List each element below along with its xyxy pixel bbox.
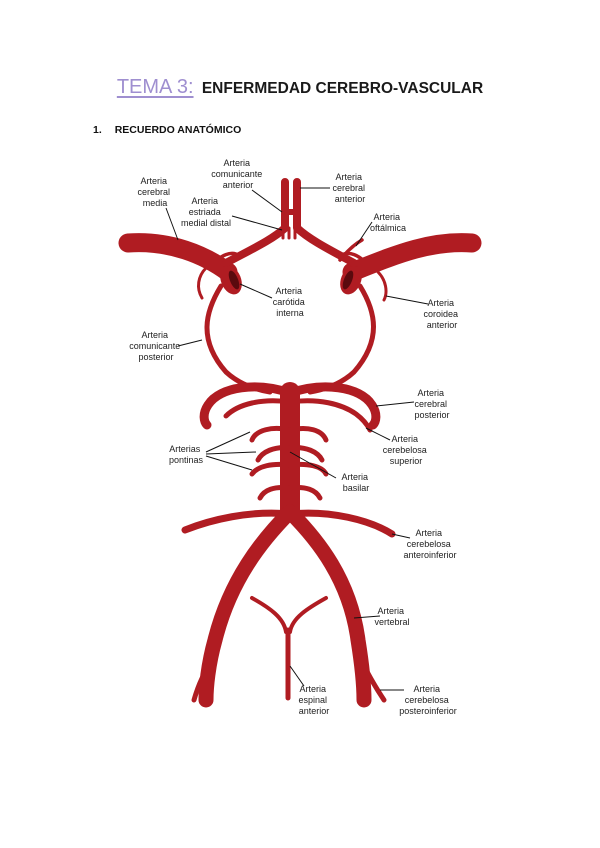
label-coroidea-anterior: Arteria coroidea anterior — [423, 298, 460, 330]
label-cerebelosa-superior: Arteria cerebelosa superior — [383, 434, 430, 466]
tema-label: TEMA 3: — [116, 76, 194, 98]
vessel-carotida-left-lumen — [228, 270, 240, 290]
vessel-cerebelosa-anteroinferior-right — [286, 509, 396, 538]
label-comunicante-anterior: Arteria comunicante anterior — [211, 158, 265, 190]
leader-vertebral — [353, 615, 381, 619]
vessel-cerebelosa-superior-right — [287, 398, 373, 433]
vessel-pontina-4-right — [287, 485, 323, 501]
vessel-cerebral-posterior-left — [199, 382, 295, 430]
vessel-cerebral-anterior-left — [222, 178, 289, 267]
vessel-pontina-2-left — [255, 445, 293, 463]
vessel-cerebral-anterior-right — [293, 178, 358, 267]
leader-lines — [165, 187, 429, 691]
vessel-pontina-1-right — [287, 425, 329, 443]
vessel-espinal-anterior-right — [288, 596, 328, 634]
leader-cerebelosa-anteroinferior — [391, 533, 411, 539]
label-cerebelosa-anteroinferior: Arteria cerebelosa anteroinferior — [403, 528, 456, 560]
label-estriada-medial: Arteria estriada medial distal — [181, 196, 231, 228]
label-oftalmica: Arteria oftálmica — [370, 212, 406, 233]
tema-title: ENFERMEDAD CEREBRO-VASCULAR — [201, 80, 484, 97]
vessel-comunicante-posterior-right — [307, 283, 376, 395]
label-vertebral: Arteria vertebral — [374, 606, 409, 627]
label-pontinas: Arterias pontinas — [169, 444, 204, 465]
vessel-cerebelosa-posteroinferior-left — [191, 659, 215, 703]
section-number: 1. — [93, 124, 102, 136]
leader-carotida — [239, 283, 273, 299]
vessel-cerebral-posterior-right — [285, 382, 381, 430]
leader-oftalmica — [355, 221, 373, 247]
leader-cerebelosa-superior — [365, 427, 391, 441]
vessel-pontina-3-left — [249, 461, 293, 477]
vessel-pontina-2-right — [287, 445, 325, 463]
vessel-vertebral-right — [282, 504, 372, 708]
leader-cerebral-media — [165, 207, 179, 241]
vessel-coroidea-right — [376, 270, 388, 302]
vessel-cerebelosa-posteroinferior-right — [359, 659, 387, 703]
label-cerebelosa-posteroinferior: Arteria cerebelosa posteroinferior — [399, 684, 457, 716]
leader-basilar — [289, 451, 337, 479]
leader-coroidea — [385, 295, 429, 305]
vessel-cerebral-media-left — [118, 233, 238, 282]
leader-espinal-anterior — [289, 665, 305, 687]
label-cerebral-media: Arteria cerebral media — [137, 176, 172, 208]
label-carotida-interna: Arteria carótida interna — [273, 286, 308, 318]
vessel-espinal-anterior-left — [250, 596, 288, 634]
vessel-pontina-1-left — [249, 425, 293, 443]
leader-estriada — [231, 215, 283, 231]
leader-pontinas-2 — [205, 451, 257, 455]
page-title: TEMA 3: ENFERMEDAD CEREBRO-VASCULAR — [0, 76, 600, 99]
leader-pontinas-3 — [205, 455, 253, 471]
section-title: RECUERDO ANATÓMICO — [114, 124, 242, 136]
vessel-comunicante-posterior-left — [204, 283, 273, 395]
vessel-vertebral-left — [198, 504, 298, 708]
vessel-branch-right-top — [342, 251, 367, 264]
leader-comunicante-posterior — [177, 339, 203, 347]
vessel-pontina-4-left — [257, 485, 293, 501]
anatomy-labels: Arteria cerebral media Arteria comunican… — [129, 158, 460, 716]
artery-network — [118, 178, 482, 708]
label-espinal-anterior: Arteria espinal anterior — [298, 684, 329, 716]
label-cerebral-anterior: Arteria cerebral anterior — [332, 172, 367, 204]
vessel-cerebral-media-right — [342, 233, 482, 282]
vessel-branch-left-top — [213, 251, 238, 264]
vessel-oftalmica — [338, 238, 364, 262]
vessel-cerebelosa-anteroinferior-left — [181, 509, 294, 534]
leader-cerebral-posterior — [375, 401, 415, 407]
vessel-coroidea-left — [197, 266, 208, 300]
leader-pontinas-1 — [205, 431, 251, 453]
label-cerebral-posterior: Arteria cerebral posterior — [414, 388, 449, 420]
label-comunicante-posterior: Arteria comunicante posterior — [129, 330, 183, 362]
vessel-carotida-right-lumen — [342, 270, 354, 290]
leader-comunicante-anterior — [251, 189, 283, 213]
label-basilar: Arteria basilar — [341, 472, 370, 493]
section-heading: 1. RECUERDO ANATÓMICO — [93, 124, 241, 136]
